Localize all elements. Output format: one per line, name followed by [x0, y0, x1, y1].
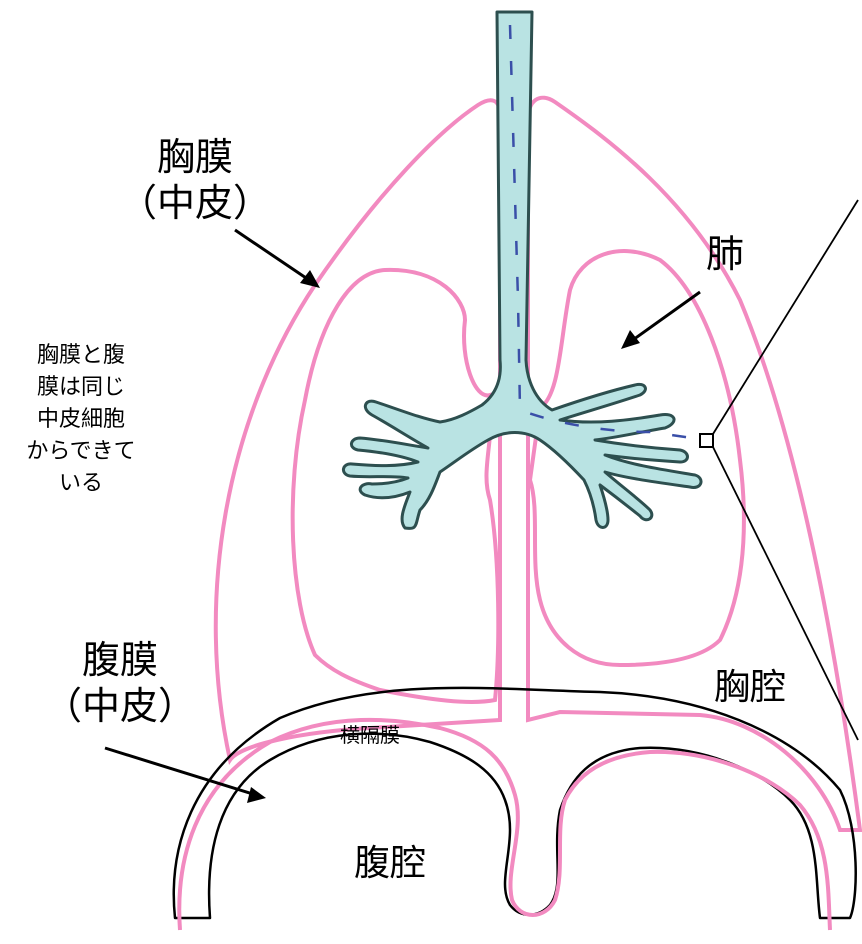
- label-diaphragm: 横隔膜: [310, 723, 430, 747]
- arrow-peritoneum-head: [247, 787, 266, 803]
- label-note: 胸膜と腹 膜は同じ 中皮細胞 からできて いる: [0, 340, 162, 499]
- label-peritoneum: 腹膜 （中皮）: [25, 638, 215, 729]
- label-peritoneum-line2: （中皮）: [25, 684, 215, 730]
- label-pleura-line2: （中皮）: [100, 181, 290, 227]
- peritoneum: [179, 720, 830, 930]
- label-abdominal-cavity: 腹腔: [320, 842, 460, 885]
- label-pleura: 胸膜 （中皮）: [100, 135, 290, 226]
- magnify-square: [700, 434, 713, 447]
- arrow-lung: [630, 292, 700, 342]
- label-pleura-line1: 胸膜: [100, 135, 290, 181]
- arrow-lung-head: [621, 330, 640, 349]
- label-peritoneum-line1: 腹膜: [25, 638, 215, 684]
- label-lung: 肺: [695, 232, 755, 278]
- label-thoracic-cavity: 胸腔: [690, 666, 810, 709]
- airway-dashed-line: [510, 25, 706, 440]
- arrow-pleura: [235, 230, 312, 282]
